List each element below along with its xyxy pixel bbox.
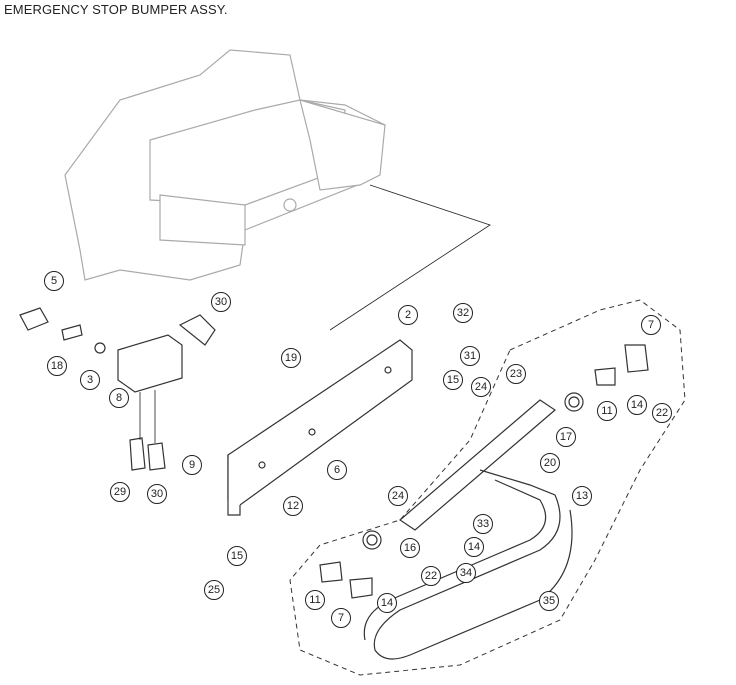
- callout-number: 25: [208, 584, 220, 596]
- callout-number: 9: [189, 459, 195, 471]
- callout-5: 5: [44, 271, 64, 291]
- callout-number: 30: [215, 296, 227, 308]
- callout-2: 2: [398, 305, 418, 325]
- callout-20: 20: [540, 453, 560, 473]
- callout-22: 22: [652, 403, 672, 423]
- callout-number: 33: [477, 518, 489, 530]
- callout-number: 13: [576, 490, 588, 502]
- callout-16: 16: [400, 538, 420, 558]
- callout-17: 17: [556, 427, 576, 447]
- callout-13: 13: [572, 486, 592, 506]
- callout-number: 14: [468, 541, 480, 553]
- callout-31: 31: [460, 346, 480, 366]
- callout-6: 6: [327, 460, 347, 480]
- callout-9: 9: [182, 455, 202, 475]
- callout-number: 24: [475, 381, 487, 393]
- callout-24: 24: [388, 486, 408, 506]
- callout-30: 30: [211, 292, 231, 312]
- callout-number: 15: [447, 374, 459, 386]
- callout-number: 29: [114, 486, 126, 498]
- callout-number: 8: [116, 392, 122, 404]
- callout-number: 34: [460, 567, 472, 579]
- callout-number: 24: [392, 490, 404, 502]
- callout-number: 18: [51, 360, 63, 372]
- callout-22: 22: [421, 566, 441, 586]
- callout-7: 7: [331, 608, 351, 628]
- callout-number: 19: [285, 352, 297, 364]
- callout-33: 33: [473, 514, 493, 534]
- callout-number: 30: [151, 488, 163, 500]
- callout-29: 29: [110, 482, 130, 502]
- callout-number: 7: [648, 319, 654, 331]
- callout-number: 17: [560, 431, 572, 443]
- callout-number: 2: [405, 309, 411, 321]
- callout-number: 11: [601, 405, 612, 417]
- diagram-title: EMERGENCY STOP BUMPER ASSY.: [4, 2, 228, 17]
- callout-14: 14: [627, 395, 647, 415]
- callout-number: 12: [287, 500, 299, 512]
- callout-32: 32: [453, 303, 473, 323]
- callout-23: 23: [506, 364, 526, 384]
- callout-14: 14: [377, 593, 397, 613]
- callout-30: 30: [147, 484, 167, 504]
- callout-25: 25: [204, 580, 224, 600]
- callout-number: 22: [425, 570, 437, 582]
- callout-number: 20: [544, 457, 556, 469]
- callout-number: 7: [338, 612, 344, 624]
- callout-number: 32: [457, 307, 469, 319]
- callout-19: 19: [281, 348, 301, 368]
- callout-11: 11: [597, 401, 617, 421]
- callout-number: 11: [309, 594, 320, 606]
- bumper-assembly-outline: [289, 299, 686, 676]
- callout-number: 23: [510, 368, 522, 380]
- callout-number: 3: [87, 374, 93, 386]
- callout-12: 12: [283, 496, 303, 516]
- callout-number: 31: [464, 350, 476, 362]
- callout-number: 14: [631, 399, 643, 411]
- bumper-tube: [363, 399, 573, 660]
- callout-24: 24: [471, 377, 491, 397]
- callout-8: 8: [109, 388, 129, 408]
- callout-15: 15: [443, 370, 463, 390]
- callout-18: 18: [47, 356, 67, 376]
- callout-35: 35: [539, 591, 559, 611]
- callout-number: 35: [543, 595, 555, 607]
- callout-34: 34: [456, 563, 476, 583]
- callout-number: 16: [404, 542, 416, 554]
- callout-number: 6: [334, 464, 340, 476]
- callout-15: 15: [227, 546, 247, 566]
- valve-block: [19, 307, 216, 471]
- callout-7: 7: [641, 315, 661, 335]
- callout-number: 22: [656, 407, 668, 419]
- springs: [319, 344, 649, 599]
- callout-3: 3: [80, 370, 100, 390]
- callout-number: 5: [51, 275, 57, 287]
- callout-14: 14: [464, 537, 484, 557]
- callout-number: 15: [231, 550, 243, 562]
- callout-number: 14: [381, 597, 393, 609]
- callout-11: 11: [305, 590, 325, 610]
- mount-plate: [227, 339, 413, 516]
- machine-body: [64, 49, 386, 281]
